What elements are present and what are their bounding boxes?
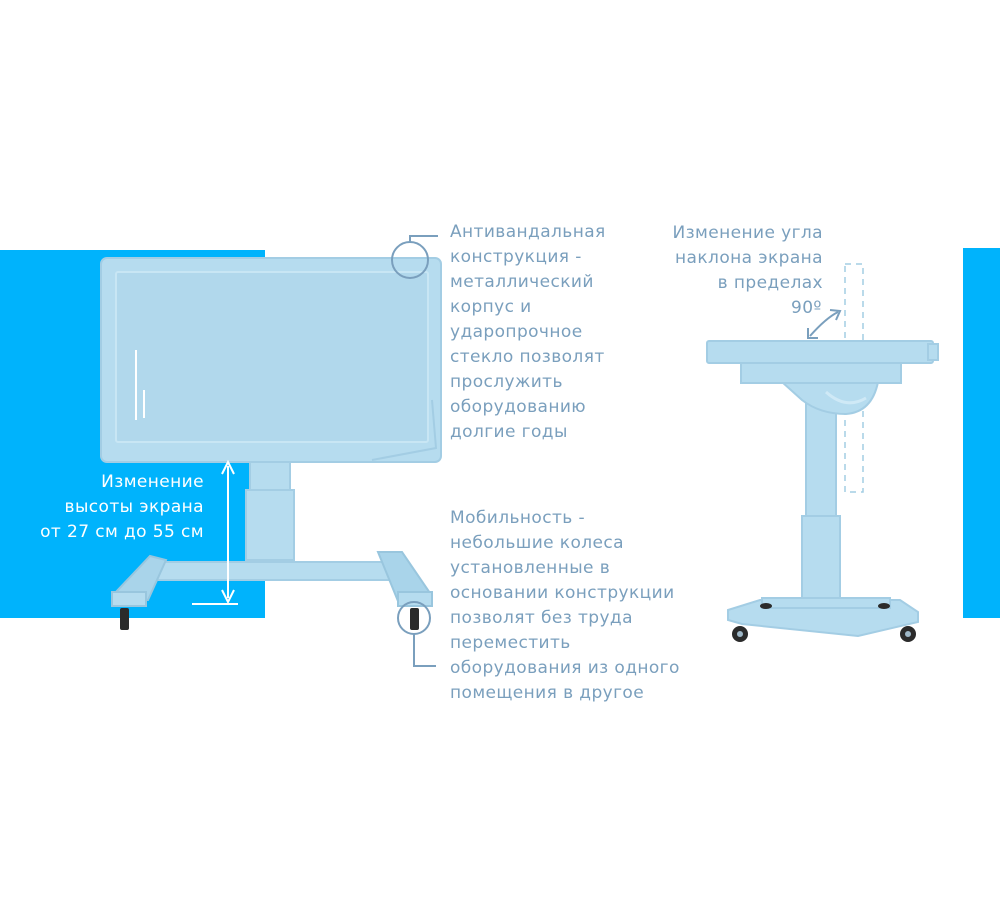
side-right-wheel-hub	[905, 631, 911, 637]
height-arrow-head-bottom	[221, 589, 235, 605]
tilt-angle-label: 90º	[791, 298, 822, 318]
side-screen-body	[740, 362, 902, 384]
wheel-callout	[397, 601, 436, 667]
wheel-callout-leader	[413, 634, 436, 667]
front-left-foot	[111, 591, 147, 607]
front-screen-side-bracket	[371, 399, 438, 461]
mobility-caption: Мобильность - небольшие колеса установле…	[450, 508, 680, 703]
vandal-proof-caption: Антивандальная конструкция - металлическ…	[450, 222, 606, 442]
side-base-rail	[761, 597, 891, 609]
front-screen-glass	[115, 271, 429, 443]
front-left-wheel	[120, 608, 129, 630]
tilt-caption: Изменение угла наклона экрана в пределах	[672, 223, 823, 293]
front-kiosk	[100, 257, 442, 630]
side-column-lower	[801, 515, 841, 613]
front-right-foot	[397, 591, 433, 607]
front-column-lower	[245, 489, 295, 561]
side-screen-top	[706, 340, 934, 364]
tilt-arrow-head-2	[829, 309, 842, 321]
side-base-foot-left	[760, 603, 772, 609]
side-kiosk	[706, 263, 939, 642]
side-column-upper	[805, 399, 837, 519]
height-adjust-caption: Изменение высоты экрана от 27 см до 55 с…	[40, 472, 204, 542]
right-accent-strip	[963, 248, 1000, 618]
side-base-foot-right	[878, 603, 890, 609]
vandal-callout-leader	[409, 235, 438, 242]
tilt-arrow-arc	[809, 311, 839, 337]
tilt-arrow-head-1	[807, 328, 818, 339]
tilt-hinge-slot	[824, 390, 867, 405]
vandal-callout	[391, 235, 438, 279]
tilt-hinge	[779, 381, 880, 416]
height-arrow-head-top	[221, 459, 235, 475]
front-base-bar	[149, 561, 391, 581]
side-left-wheel-hub	[737, 631, 743, 637]
side-screen-cap	[927, 343, 939, 361]
front-right-wheel	[410, 608, 419, 630]
